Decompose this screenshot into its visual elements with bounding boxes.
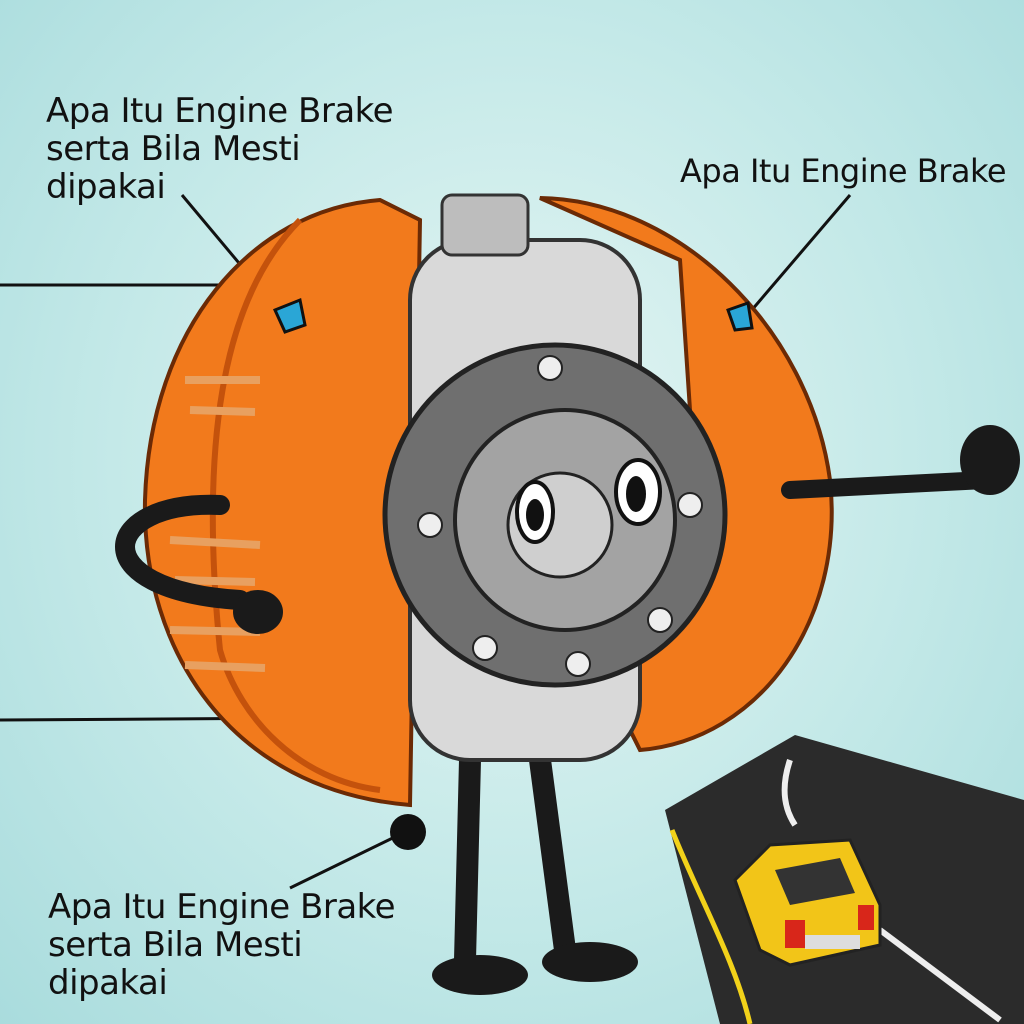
label-top-left: Apa Itu Engine Brake serta Bila Mesti di… [46,91,394,207]
left-shoe [432,955,528,995]
label-line: dipakai [46,167,166,207]
yellow-car [733,838,882,967]
left-sensor-icon [272,297,307,334]
label-line: Apa Itu Engine Brake [48,887,396,927]
label-line: Apa Itu Engine Brake [46,91,394,131]
bleeder-valve [440,193,530,257]
label-line: dipakai [48,963,168,1003]
right-shoe [542,942,638,982]
label-top-right: Apa Itu Engine Brake [680,152,1007,190]
label-line: serta Bila Mesti [48,925,303,965]
caliper-fins [169,376,266,672]
right-arm [781,471,994,499]
lug-holes [417,355,703,677]
label-line: serta Bila Mesti [46,129,301,169]
legs [454,749,576,971]
label-bottom-left: Apa Itu Engine Brake serta Bila Mesti di… [48,887,396,1003]
right-sensor-icon [726,300,754,332]
dot-marker [390,814,426,850]
left-arm [115,494,250,610]
